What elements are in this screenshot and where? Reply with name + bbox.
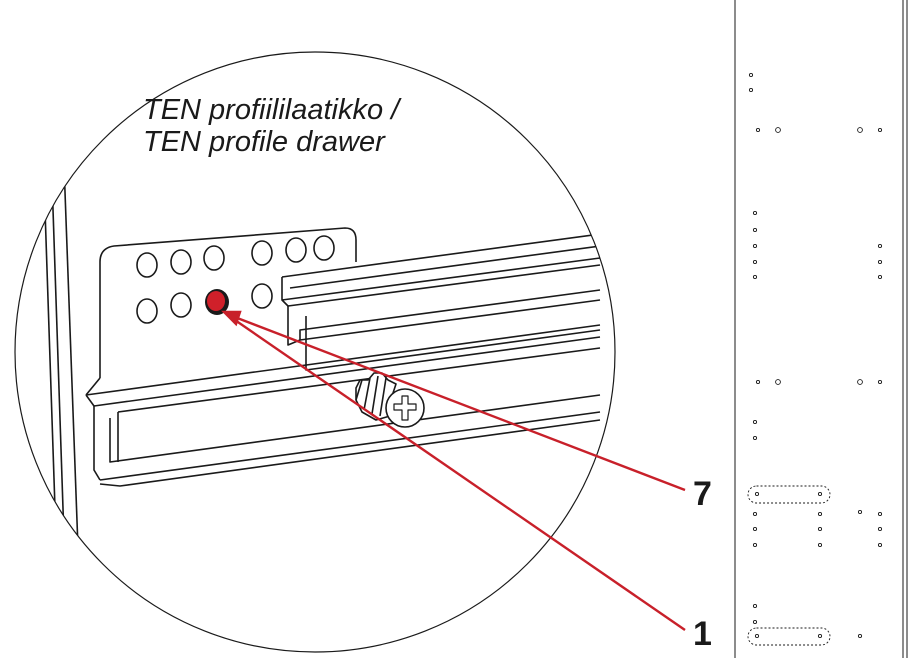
caption-line-2: TEN profile drawer <box>143 126 385 158</box>
panel-holes <box>747 72 883 646</box>
phillips-screw-icon <box>355 372 425 428</box>
arrow-head-icon <box>221 310 242 327</box>
detail-circle <box>14 51 616 653</box>
callout-label-1: 1 <box>693 615 712 653</box>
callout-label-7: 7 <box>693 475 712 513</box>
highlighted-hole <box>205 289 229 315</box>
leader-line-7 <box>231 314 686 492</box>
leader-line-1 <box>231 317 686 631</box>
diagram-caption: TEN profiililaatikko / TEN profile drawe… <box>143 94 399 158</box>
profile-rail-bottom <box>85 324 601 487</box>
leader-lines <box>221 310 686 631</box>
caption-line-1: TEN profiililaatikko / <box>143 94 400 126</box>
drawer-side-plate <box>85 227 357 396</box>
plate-holes <box>136 235 335 324</box>
side-panel-drawing <box>734 0 908 658</box>
